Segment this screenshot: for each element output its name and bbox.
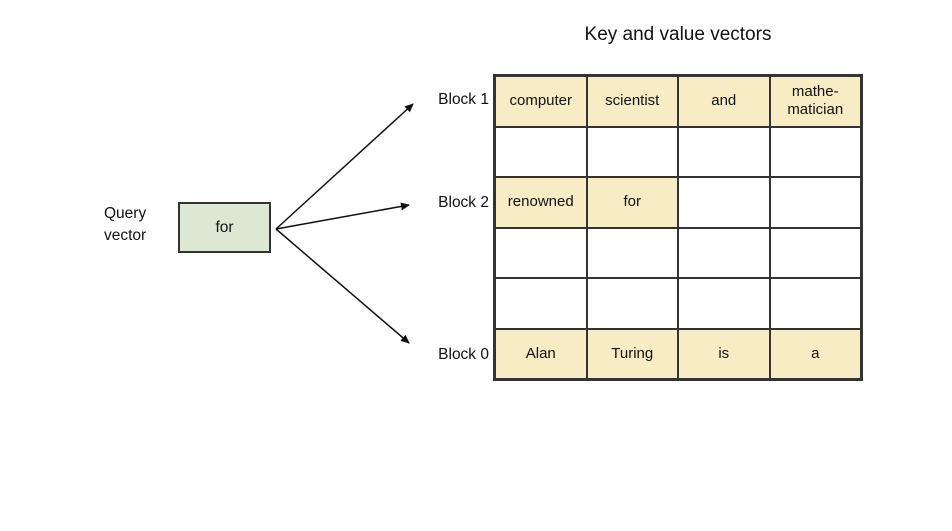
key-value-table: computer scientist and mathe- matician r… — [493, 74, 863, 381]
query-vector-label-line1: Query — [104, 205, 147, 222]
table-cell: scientist — [586, 76, 678, 127]
table-cell — [586, 278, 678, 329]
table-cell: is — [678, 328, 770, 379]
arrow-to-block-0 — [275, 228, 410, 344]
query-vector-label: Query vector — [104, 203, 146, 247]
table-cell — [586, 227, 678, 278]
table-cell: computer — [495, 76, 587, 127]
table-cell — [495, 278, 587, 329]
table-cell: Alan — [495, 328, 587, 379]
table-cell — [678, 126, 770, 177]
table-cell — [678, 227, 770, 278]
arrow-to-block-1 — [275, 103, 414, 230]
table-cell — [495, 126, 587, 177]
query-vector-label-line2: vector — [104, 227, 147, 244]
arrow-to-block-2 — [275, 202, 410, 230]
block-label-0: Block 0 — [438, 346, 489, 363]
table-cell — [769, 126, 861, 177]
table-cell — [678, 177, 770, 228]
table-cell: and — [678, 76, 770, 127]
table-cell — [769, 278, 861, 329]
block-label-2: Block 2 — [438, 194, 489, 211]
table-cell: renowned — [495, 177, 587, 228]
block-label-1: Block 1 — [438, 91, 489, 108]
table-cell: mathe- matician — [769, 76, 861, 127]
table-cell — [678, 278, 770, 329]
table-cell: a — [769, 328, 861, 379]
diagram-title: Key and value vectors — [584, 24, 772, 45]
table-cell — [495, 227, 587, 278]
table-cell: Turing — [586, 328, 678, 379]
table-cell: for — [586, 177, 678, 228]
query-vector-box: for — [178, 202, 271, 253]
table-cell — [769, 177, 861, 228]
table-cell — [769, 227, 861, 278]
query-vector-box-text: for — [215, 218, 234, 236]
table-cell — [586, 126, 678, 177]
